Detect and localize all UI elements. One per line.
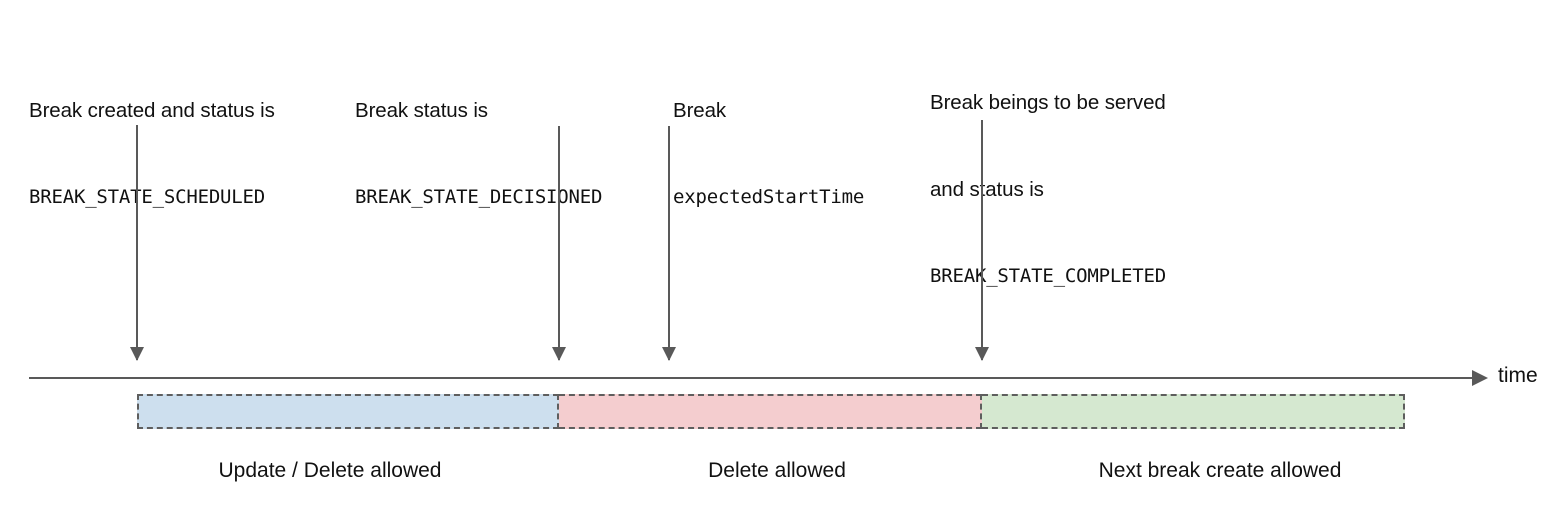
arrow-head-down-icon	[552, 347, 566, 361]
pointer-arrow-break-decisioned	[551, 126, 567, 361]
caption-next-break-create-allowed: Next break create allowed	[1098, 459, 1342, 482]
caption-delete-allowed: Delete allowed	[708, 459, 846, 482]
arrow-head-down-icon	[975, 347, 989, 361]
annotation-break-created: Break created and status is BREAK_STATE_…	[29, 38, 275, 270]
annotation-prose: Break created and status is	[29, 99, 275, 122]
arrow-shaft	[558, 126, 560, 360]
time-axis-label: time	[1498, 364, 1538, 387]
segment-delete-only	[559, 394, 982, 429]
annotation-break-decisioned: Break status is BREAK_STATE_DECISIONED	[355, 38, 602, 270]
annotation-prose-line-1: Break beings to be served	[930, 91, 1166, 114]
annotation-break-completed: Break beings to be served and status is …	[930, 30, 1166, 349]
segment-next-break-create	[982, 394, 1405, 429]
arrow-head-down-icon	[130, 347, 144, 361]
annotation-state-code: BREAK_STATE_SCHEDULED	[29, 186, 266, 208]
arrow-shaft	[981, 120, 983, 360]
annotation-state-code: BREAK_STATE_COMPLETED	[930, 265, 1167, 287]
time-axis-line	[29, 377, 1472, 379]
segment-update-delete	[137, 394, 559, 429]
annotation-field-code: expectedStartTime	[673, 186, 865, 208]
caption-update-delete-allowed: Update / Delete allowed	[218, 459, 442, 482]
annotation-expected-start-time: Break expectedStartTime	[673, 38, 864, 270]
annotation-prose-line-2: and status is	[930, 178, 1044, 201]
arrow-head-down-icon	[662, 347, 676, 361]
pointer-arrow-expected-start-time	[661, 126, 677, 361]
arrow-shaft	[136, 125, 138, 360]
annotation-state-code: BREAK_STATE_DECISIONED	[355, 186, 603, 208]
annotation-prose: Break status is	[355, 99, 488, 122]
annotation-prose: Break	[673, 99, 727, 122]
pointer-arrow-break-completed	[974, 120, 990, 361]
arrow-head-right-icon	[1472, 370, 1488, 386]
pointer-arrow-break-created	[129, 125, 145, 361]
arrow-shaft	[668, 126, 670, 360]
